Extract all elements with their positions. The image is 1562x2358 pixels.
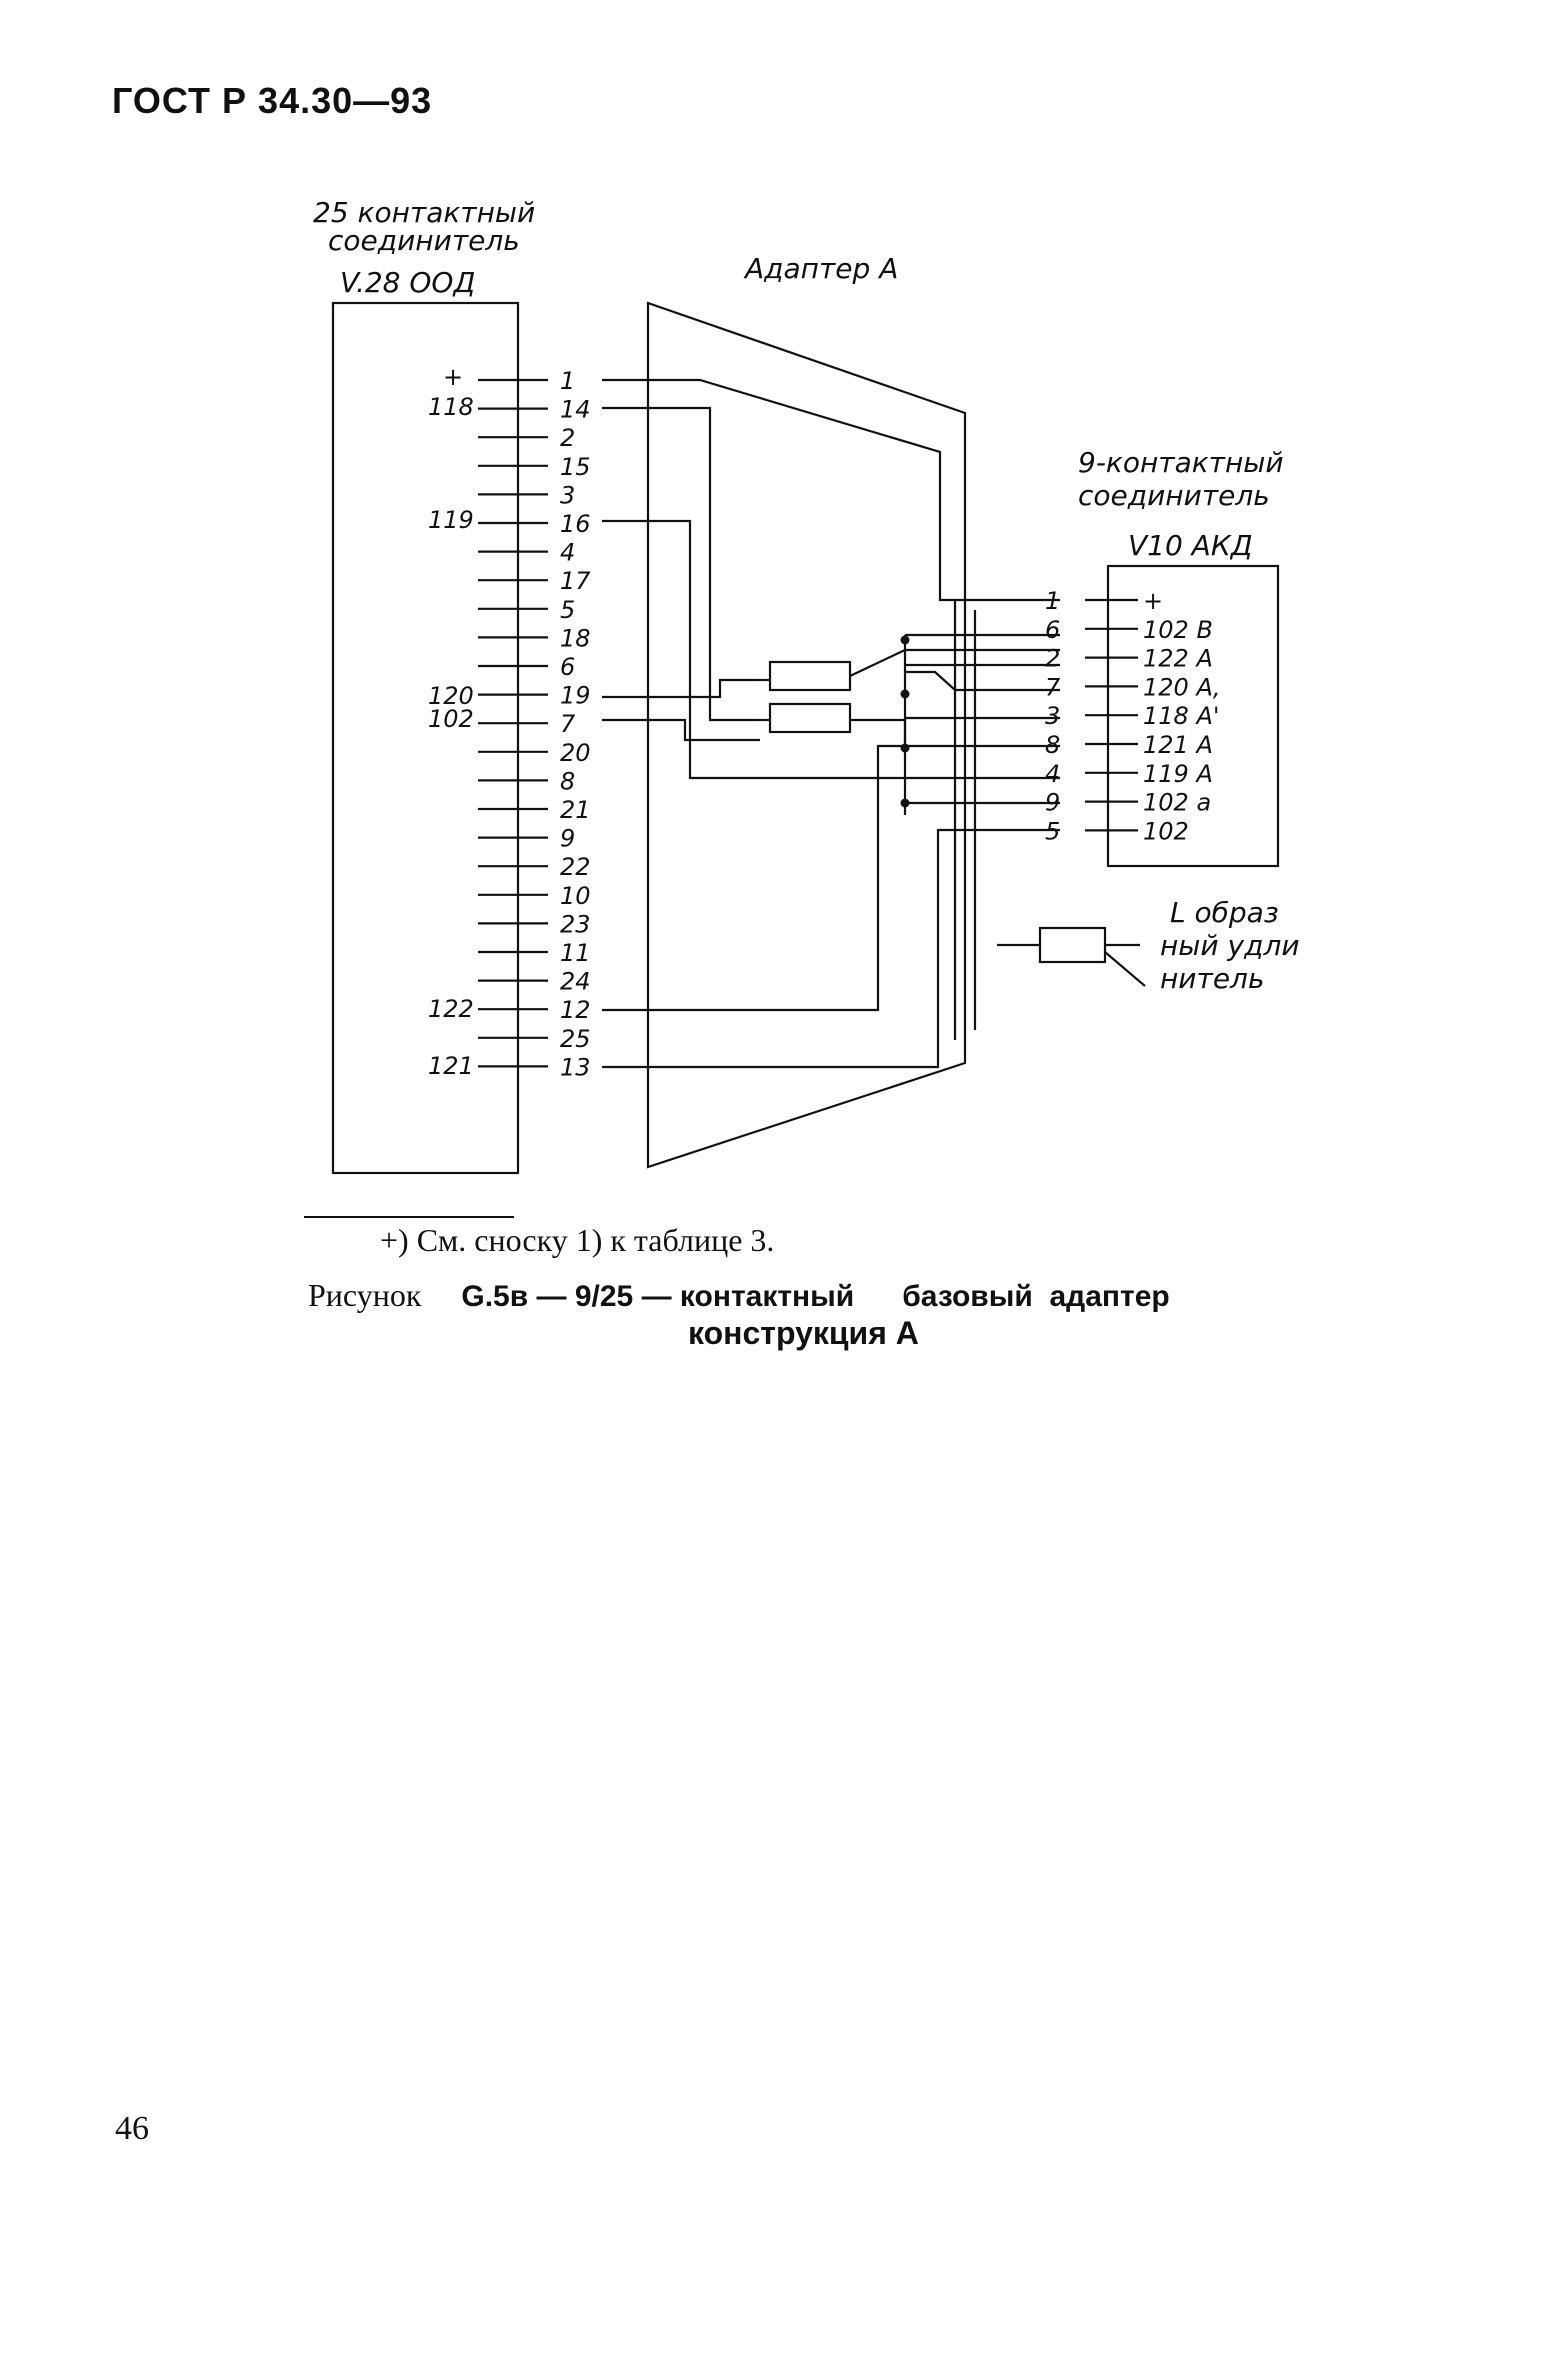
connector9-title-1: 9-контактный [1078,446,1284,479]
caption-prefix: Рисунок [308,1277,422,1313]
right-signal-label: 102 а [1143,789,1211,817]
pin25-number: 14 [560,396,591,424]
pin25-number: 11 [560,939,591,967]
legend-label-3: нитель [1160,962,1264,995]
legend-label-1: L образ [1170,896,1279,929]
left-signal-120: 120 [428,682,474,710]
pin9-number: 2 [1045,645,1060,673]
connector25-title-3: V.28 ООД [340,266,475,299]
caption-line-2: конструкция А [688,1315,919,1351]
right-signal-label: 102 В [1143,616,1213,644]
caption-rest: базовый адаптер [902,1280,1170,1313]
left-signal-102: 102 [428,705,474,733]
pin9-lines [1085,598,1138,832]
right-signal-label: 119 А [1143,760,1213,788]
figure-caption: Рисунок G.5в — 9/25 — контактный базовый… [308,1277,1358,1314]
pin25-number: 7 [560,710,576,738]
pin25-number: 16 [560,510,591,538]
page-number: 46 [115,2110,149,2147]
pin25-number: 25 [560,1025,591,1053]
right-signal-label: 118 А' [1143,702,1219,730]
adapter-title: Адаптер А [743,252,898,285]
pin25-number: 4 [560,539,575,567]
right-signal-label: 121 А [1143,731,1213,759]
document-header: ГОСТ Р 34.30—93 [112,80,433,121]
pin25-number: 18 [560,624,591,652]
pin25-number: 21 [560,796,591,824]
left-signal-118: 118 [428,393,474,421]
caption-number: G.5в — 9/25 — контактный [461,1280,855,1313]
pin9-number: 1 [1045,587,1060,615]
pin25-number: 13 [560,1053,591,1081]
pin25-number: 5 [560,596,575,624]
pin25-number: 19 [560,682,591,710]
pin25-labels: 1142153164175186197208219221023112412251… [560,367,591,1081]
pin25-lines [478,378,548,1068]
pin25-number: 20 [560,739,591,767]
connector9-title-2: соединитель [1078,479,1270,512]
pin25-number: 8 [560,767,575,795]
pin9-number: 3 [1045,702,1060,730]
pin25-number: 9 [560,825,575,853]
pin25-number: 17 [560,567,591,595]
pin9-number: 4 [1045,760,1060,788]
wiring [602,378,1146,1069]
connector25-title-2: соединитель [328,224,520,257]
pin25-number: 6 [560,653,575,681]
pin9-number: 5 [1045,817,1060,845]
connector25-title-1: 25 контактный [313,196,535,229]
left-signal-122: 122 [428,995,474,1023]
pin25-number: 1 [560,367,575,395]
right-signal-label: 102 [1143,817,1189,845]
pin25-number: 2 [560,424,575,452]
pin25-number: 24 [560,968,591,996]
wiring-diagram: 25 контактный соединитель V.28 ООД Адапт… [313,196,1300,1175]
legend-label-2: ный удли [1160,929,1300,962]
left-signal-119: 119 [428,506,474,534]
footnote-rule [304,1216,514,1218]
left-signal-plus: + [443,363,463,391]
pin25-number: 10 [560,882,591,910]
right-signal-label: 122 А [1143,645,1213,673]
pin9-number: 7 [1045,673,1061,701]
pin9-number: 8 [1045,731,1060,759]
pin9-number: 6 [1045,616,1060,644]
pin25-number: 15 [560,453,591,481]
pin25-number: 22 [560,853,591,881]
junction-dots [900,635,910,808]
connector9-title-3: V10 АКД [1128,529,1253,562]
right-signal-label: + [1143,587,1163,615]
pin25-number: 3 [560,481,575,509]
right-signal-label: 120 А, [1143,673,1220,701]
connector25-box [331,301,520,1175]
pin25-number: 23 [560,910,591,938]
pin9-number: 9 [1045,789,1060,817]
footnote: +) См. сноску 1) к таблице 3. [380,1222,775,1258]
pin25-number: 12 [560,996,591,1024]
adapter-body [646,301,967,1169]
left-signal-121: 121 [428,1052,474,1080]
